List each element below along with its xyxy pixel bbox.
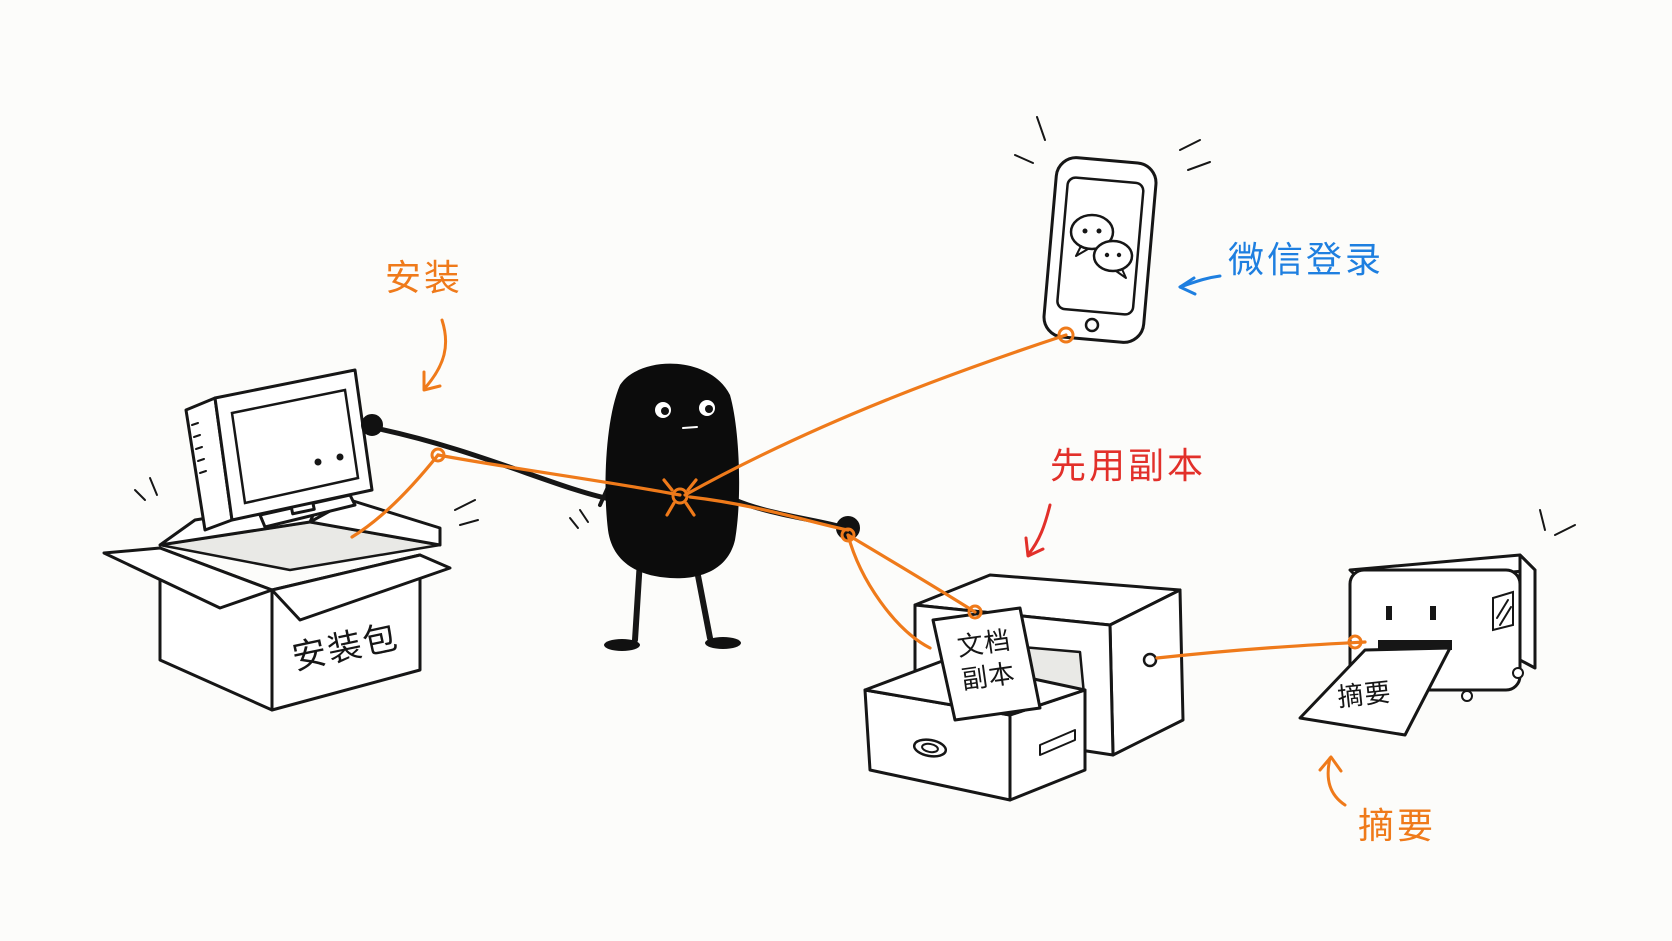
arrow-install bbox=[423, 318, 448, 390]
string-to-phone bbox=[683, 333, 1068, 497]
annotation-arrows bbox=[422, 274, 1347, 807]
document-label-line1: 文档 bbox=[955, 626, 1013, 663]
blob-character bbox=[361, 363, 860, 651]
string-to-document bbox=[846, 533, 977, 614]
connection-strings bbox=[350, 326, 1367, 660]
string-computer-to-box bbox=[350, 453, 440, 539]
phone-icon bbox=[1014, 116, 1211, 344]
arrow-summary bbox=[1326, 756, 1347, 807]
document-label-line2: 副本 bbox=[960, 659, 1018, 696]
label-wechat-login: 微信登录 bbox=[1228, 240, 1384, 281]
string-to-printer bbox=[1155, 640, 1367, 660]
string-to-drawer bbox=[846, 533, 932, 650]
filing-cabinet-icon bbox=[863, 573, 1185, 802]
printer-icon bbox=[1298, 509, 1576, 737]
label-install: 安装 bbox=[385, 258, 463, 299]
center-knot bbox=[662, 478, 698, 517]
string-to-cabinet bbox=[688, 495, 850, 532]
arrow-copy bbox=[1026, 503, 1052, 557]
monitor-icon bbox=[184, 368, 377, 532]
wechat-icon bbox=[1069, 213, 1134, 279]
printout-label: 摘要 bbox=[1336, 678, 1393, 713]
string-to-computer bbox=[436, 453, 682, 497]
label-use-copy-first: 先用副本 bbox=[1050, 446, 1206, 487]
label-summary: 摘要 bbox=[1358, 806, 1436, 847]
